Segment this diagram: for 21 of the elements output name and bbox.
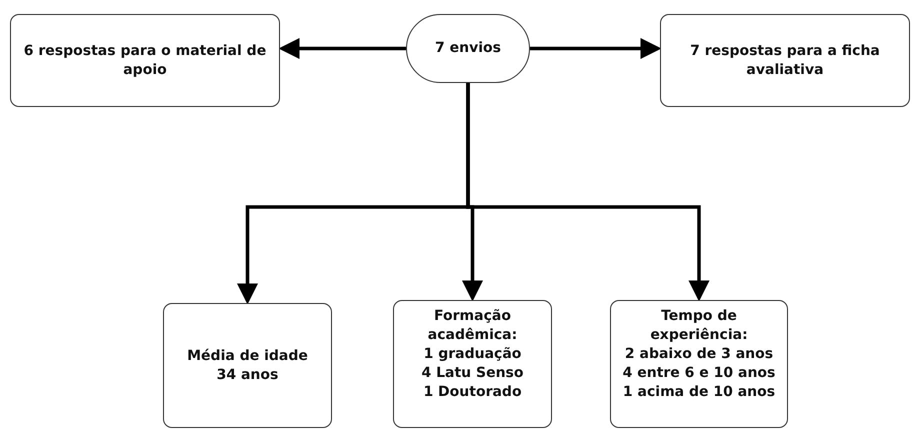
node-text: 1 Doutorado xyxy=(423,383,522,402)
process-box xyxy=(610,300,788,428)
node-text: 2 abaixo de 3 anos xyxy=(624,345,774,364)
node-text: 6 respostas para o material de apoio xyxy=(22,42,268,80)
arrow xyxy=(278,38,406,59)
node-text: 7 respostas para a ficha avaliativa xyxy=(689,42,881,80)
process-box xyxy=(163,303,332,428)
node-text: Formação acadêmica: xyxy=(426,307,518,345)
node-text: 1 acima de 10 anos xyxy=(622,383,776,402)
node-text: 7 envios xyxy=(435,39,501,58)
node-text: 4 Latu Senso xyxy=(421,364,524,383)
node-text: Tempo de experiência: xyxy=(649,307,749,345)
arrow xyxy=(466,83,710,302)
process-box xyxy=(393,300,552,428)
process-box xyxy=(660,14,910,107)
arrow xyxy=(530,38,662,59)
node-text: 4 entre 6 e 10 anos xyxy=(622,364,776,383)
process-box xyxy=(10,14,280,107)
node-text: Média de idade xyxy=(187,346,308,366)
node-text: 34 anos xyxy=(216,366,278,384)
node-text: 1 graduação xyxy=(424,345,522,364)
